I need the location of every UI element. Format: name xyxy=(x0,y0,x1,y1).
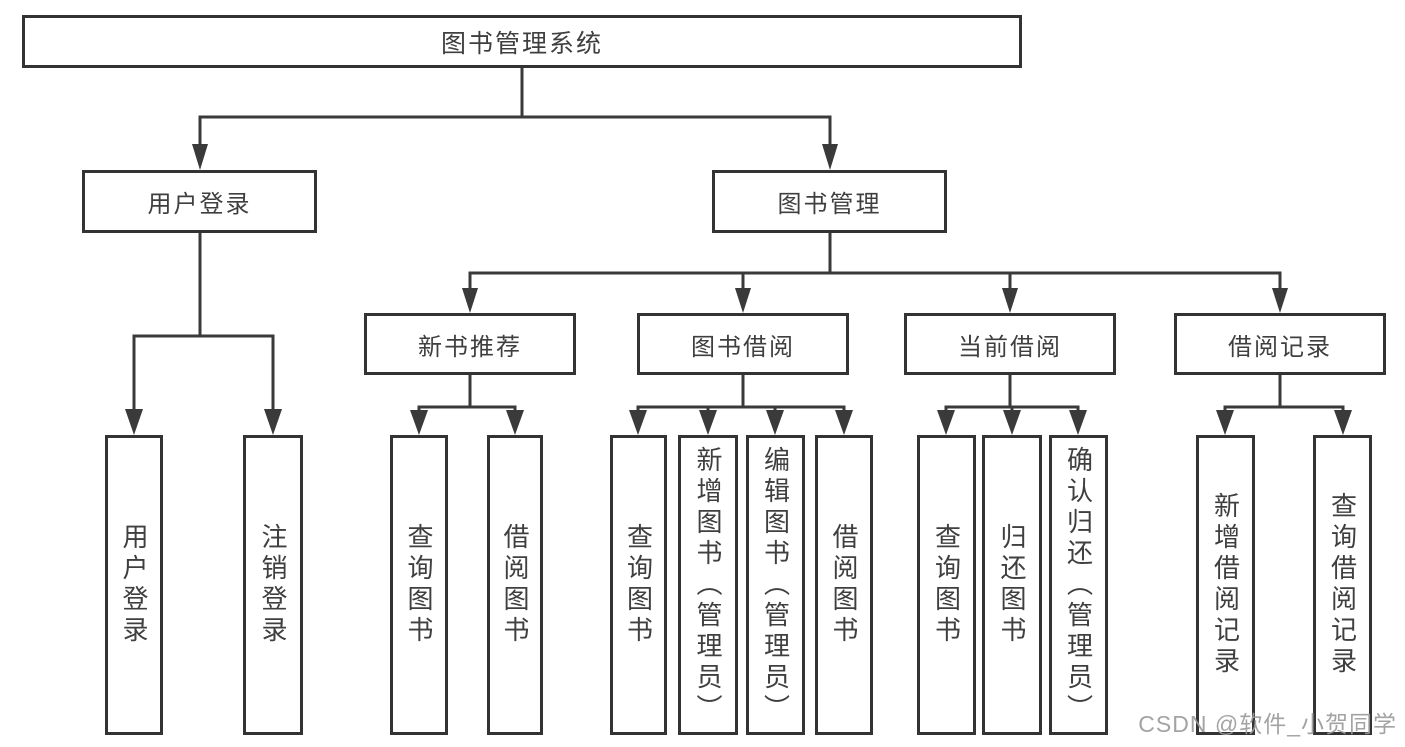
leaf-edit-books-admin: 编辑图书（管理员） xyxy=(746,435,805,735)
leaf-borrow-books: 借阅图书 xyxy=(815,435,873,735)
leaf-add-borrow-record: 新增借阅记录 xyxy=(1196,435,1255,735)
node-book-management-branch: 图书管理 xyxy=(712,170,947,233)
leaf-query-books-current: 查询图书 xyxy=(917,435,976,735)
leaf-confirm-return-admin: 确认归还（管理员） xyxy=(1049,435,1108,735)
csdn-watermark: CSDN @软件_小贺同学 xyxy=(1138,711,1397,737)
leaf-query-borrow-record: 查询借阅记录 xyxy=(1313,435,1372,735)
node-root-system: 图书管理系统 xyxy=(22,15,1022,68)
node-user-login-branch: 用户登录 xyxy=(82,170,317,233)
node-new-book-recommend: 新书推荐 xyxy=(364,313,576,375)
leaf-query-books-recommend: 查询图书 xyxy=(390,435,448,735)
node-borrow-records: 借阅记录 xyxy=(1174,313,1386,375)
leaf-user-login: 用户登录 xyxy=(105,435,163,735)
leaf-query-books-borrow: 查询图书 xyxy=(610,435,667,735)
node-current-borrow: 当前借阅 xyxy=(904,313,1116,375)
node-book-borrow: 图书借阅 xyxy=(637,313,849,375)
leaf-logout: 注销登录 xyxy=(243,435,303,735)
leaf-add-books-admin: 新增图书（管理员） xyxy=(678,435,738,735)
leaf-borrow-books-recommend: 借阅图书 xyxy=(487,435,543,735)
leaf-return-books: 归还图书 xyxy=(982,435,1042,735)
